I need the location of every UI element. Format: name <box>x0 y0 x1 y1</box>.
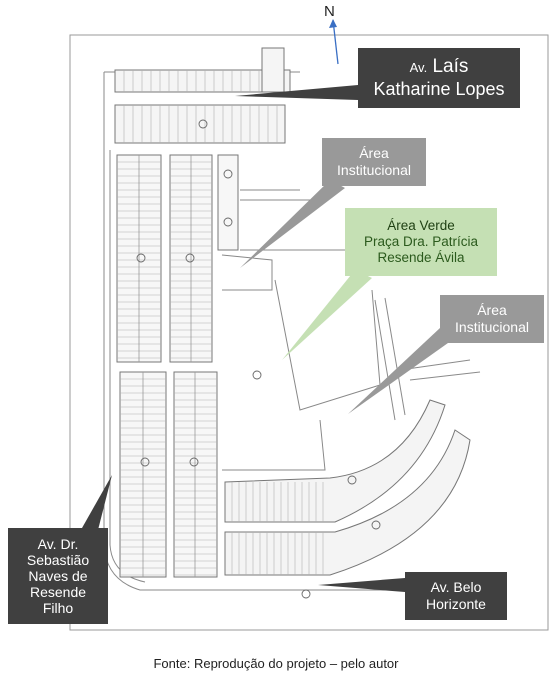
callout-area-institucional-2: Área Institucional <box>440 295 544 343</box>
lot-marker <box>223 217 233 227</box>
north-label: N <box>324 3 335 20</box>
callout-av-sebastiao: Av. Dr. Sebastião Naves de Resende Filho <box>8 528 108 624</box>
callout-area-verde: Área Verde Praça Dra. Patrícia Resende Á… <box>345 208 497 276</box>
pointer-av-belo <box>318 578 405 592</box>
pointer-av-lais <box>235 85 358 100</box>
pointer-area-inst-1 <box>240 180 345 268</box>
callout-area-institucional-1-line2: Institucional <box>337 162 411 178</box>
callout-area-verde-line1: Área Verde <box>387 217 455 233</box>
callout-av-lais-name: Laís <box>432 55 469 77</box>
lot-marker <box>371 520 381 530</box>
callout-av-lais-line2: Katharine Lopes <box>373 78 505 99</box>
callout-area-verde-line3: Resende Ávila <box>377 250 465 266</box>
callout-av-lais-prefix: Av. <box>409 59 428 75</box>
lot-markers <box>136 119 381 599</box>
top-blocks <box>114 47 291 144</box>
lot-marker <box>185 253 195 263</box>
north-arrow-icon <box>329 19 339 65</box>
callout-av-sebastiao-line3: Naves de <box>28 567 88 584</box>
callout-area-institucional-2-line2: Institucional <box>455 319 529 335</box>
lot-lines <box>117 70 324 577</box>
lot-marker <box>347 475 357 485</box>
callout-av-lais: Av. Laís Katharine Lopes <box>358 48 520 108</box>
callout-av-belo-horizonte-line2: Horizonte <box>426 596 486 612</box>
figure-caption: Fonte: Reprodução do projeto – pelo auto… <box>153 656 399 671</box>
area-outlines <box>221 189 381 471</box>
pointer-area-inst-2 <box>348 328 448 414</box>
lot-marker <box>252 370 262 380</box>
callout-pointers <box>82 85 448 592</box>
callout-av-sebastiao-line5: Filho <box>42 600 74 617</box>
road-lines <box>374 297 481 421</box>
callout-area-verde-line2: Praça Dra. Patrícia <box>363 233 479 249</box>
pointer-av-sebastiao <box>82 475 112 530</box>
pointer-area-verde <box>282 270 372 360</box>
curved-blocks <box>224 399 471 576</box>
callout-area-institucional-2-line1: Área <box>477 302 507 319</box>
callout-av-belo-horizonte: Av. Belo Horizonte <box>405 572 507 620</box>
callout-area-institucional-1-line1: Área <box>359 145 389 162</box>
callout-area-institucional-1: Área Institucional <box>322 138 426 186</box>
lot-marker <box>189 457 199 467</box>
callout-av-belo-horizonte-line1: Av. Belo <box>430 579 482 596</box>
lot-marker <box>223 169 233 179</box>
callout-av-sebastiao-line2: Sebastião <box>26 551 90 568</box>
lot-marker <box>301 589 311 599</box>
lot-marker <box>136 253 146 263</box>
callout-av-sebastiao-line4: Resende <box>29 584 87 601</box>
callout-av-sebastiao-line1: Av. Dr. <box>37 535 79 552</box>
lot-marker <box>198 119 208 129</box>
lot-marker <box>140 457 150 467</box>
